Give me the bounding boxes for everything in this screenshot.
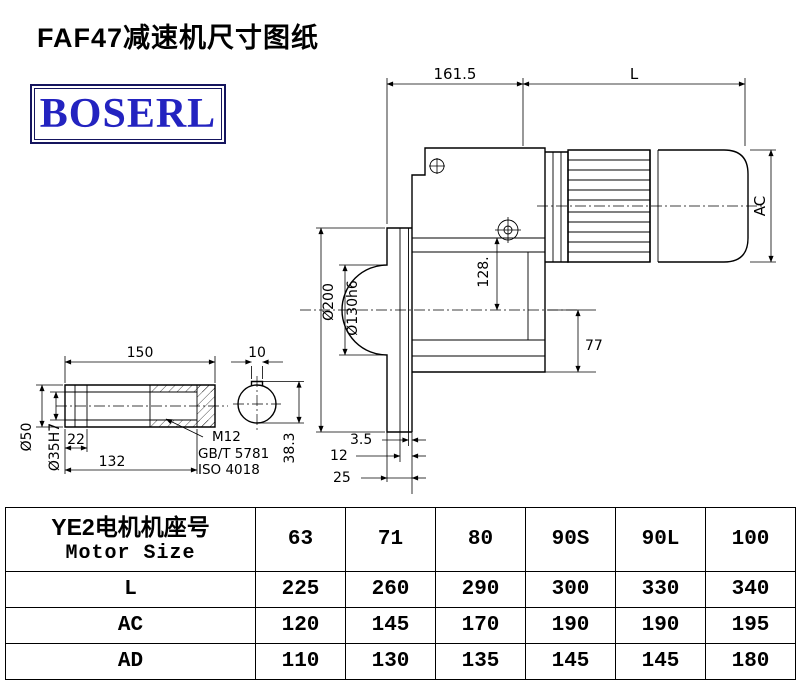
table-cell: 290 (435, 571, 526, 608)
table-cell: 170 (435, 607, 526, 644)
col-header-100: 100 (705, 507, 796, 572)
table-cell: 120 (255, 607, 346, 644)
main-dimensions: 161.5 L AC Ø200 Ø130h6 128. 77 3.5 12 25 (316, 65, 776, 494)
table-cell: 135 (435, 643, 526, 680)
gearbox-main-view (300, 147, 764, 433)
boserl-logo: BOSERL (30, 84, 226, 144)
dim-12-label: 12 (330, 448, 348, 464)
table-cell: 145 (345, 607, 436, 644)
dim-d50-label: Ø50 (19, 423, 35, 452)
keyway-section-view: 10 38.3 (231, 345, 304, 464)
table-cell: 145 (525, 643, 616, 680)
table-cell: 260 (345, 571, 436, 608)
table-cell: 145 (615, 643, 706, 680)
table-cell: 130 (345, 643, 436, 680)
dimension-drawing: 161.5 L AC Ø200 Ø130h6 128. 77 3.5 12 25 (19, 65, 776, 494)
page-title: FAF47减速机尺寸图纸 (37, 23, 320, 53)
dim-3-5-label: 3.5 (350, 432, 372, 448)
table-cell: 195 (705, 607, 796, 644)
row-label-AD: AD (5, 643, 256, 680)
thread-callout-label: M12 (212, 429, 241, 445)
hatch-bottom (150, 420, 215, 427)
dim-38-3-label: 38.3 (282, 432, 298, 463)
col-header-71: 71 (345, 507, 436, 572)
table-cell: 340 (705, 571, 796, 608)
dim-25-label: 25 (333, 470, 351, 486)
table-cell: 190 (615, 607, 706, 644)
table-cell: 180 (705, 643, 796, 680)
dim-AC-label: AC (751, 196, 769, 216)
header-cn-label: YE2电机机座号 (51, 513, 210, 540)
table-row-L: L 225 260 290 300 330 340 (5, 571, 796, 608)
dim-128-label: 128. (476, 256, 492, 287)
boserl-logo-text: BOSERL (39, 91, 217, 137)
hollow-shaft-outline (64, 384, 216, 428)
table-cell: 300 (525, 571, 616, 608)
col-header-80: 80 (435, 507, 526, 572)
table-cell: 110 (255, 643, 346, 680)
dim-d200-label: Ø200 (321, 283, 337, 321)
dim-d35-label: Ø35H7 (47, 423, 63, 471)
table-header-row: YE2电机机座号 Motor Size 63 71 80 90S 90L 100 (5, 507, 796, 572)
col-header-63: 63 (255, 507, 346, 572)
shaft-detail-view: 150 Ø50 Ø35H7 22 132 M12 GB/T 5781 ISO 4… (19, 345, 269, 478)
dim-132-label: 132 (99, 454, 126, 470)
dim-d130-label: Ø130h6 (345, 280, 361, 336)
header-en-label: Motor Size (65, 542, 196, 566)
table-cell: 225 (255, 571, 346, 608)
motor-size-header-cell: YE2电机机座号 Motor Size (5, 507, 256, 572)
dim-10-label: 10 (248, 345, 266, 361)
table-cell: 330 (615, 571, 706, 608)
col-header-90S: 90S (525, 507, 616, 572)
dim-22-label: 22 (67, 432, 85, 448)
motor-size-table: YE2电机机座号 Motor Size 63 71 80 90S 90L 100… (5, 507, 796, 680)
row-label-L: L (5, 571, 256, 608)
bearing-detail (495, 217, 521, 243)
col-header-90L: 90L (615, 507, 706, 572)
table-row-AC: AC 120 145 170 190 190 195 (5, 607, 796, 644)
dim-L-label: L (630, 65, 639, 83)
row-label-AC: AC (5, 607, 256, 644)
dim-150-label: 150 (127, 345, 154, 361)
table-cell: 190 (525, 607, 616, 644)
boserl-logo-frame: BOSERL (34, 88, 222, 140)
dim-77-label: 77 (585, 338, 603, 354)
gb-standard-label: GB/T 5781 (198, 446, 269, 462)
bolt-symbol (429, 158, 445, 174)
dim-161-5-label: 161.5 (434, 65, 477, 83)
hatch-top (150, 385, 215, 392)
hatch-end (197, 385, 215, 427)
iso-standard-label: ISO 4018 (198, 462, 260, 478)
table-row-AD: AD 110 130 135 145 145 180 (5, 643, 796, 680)
